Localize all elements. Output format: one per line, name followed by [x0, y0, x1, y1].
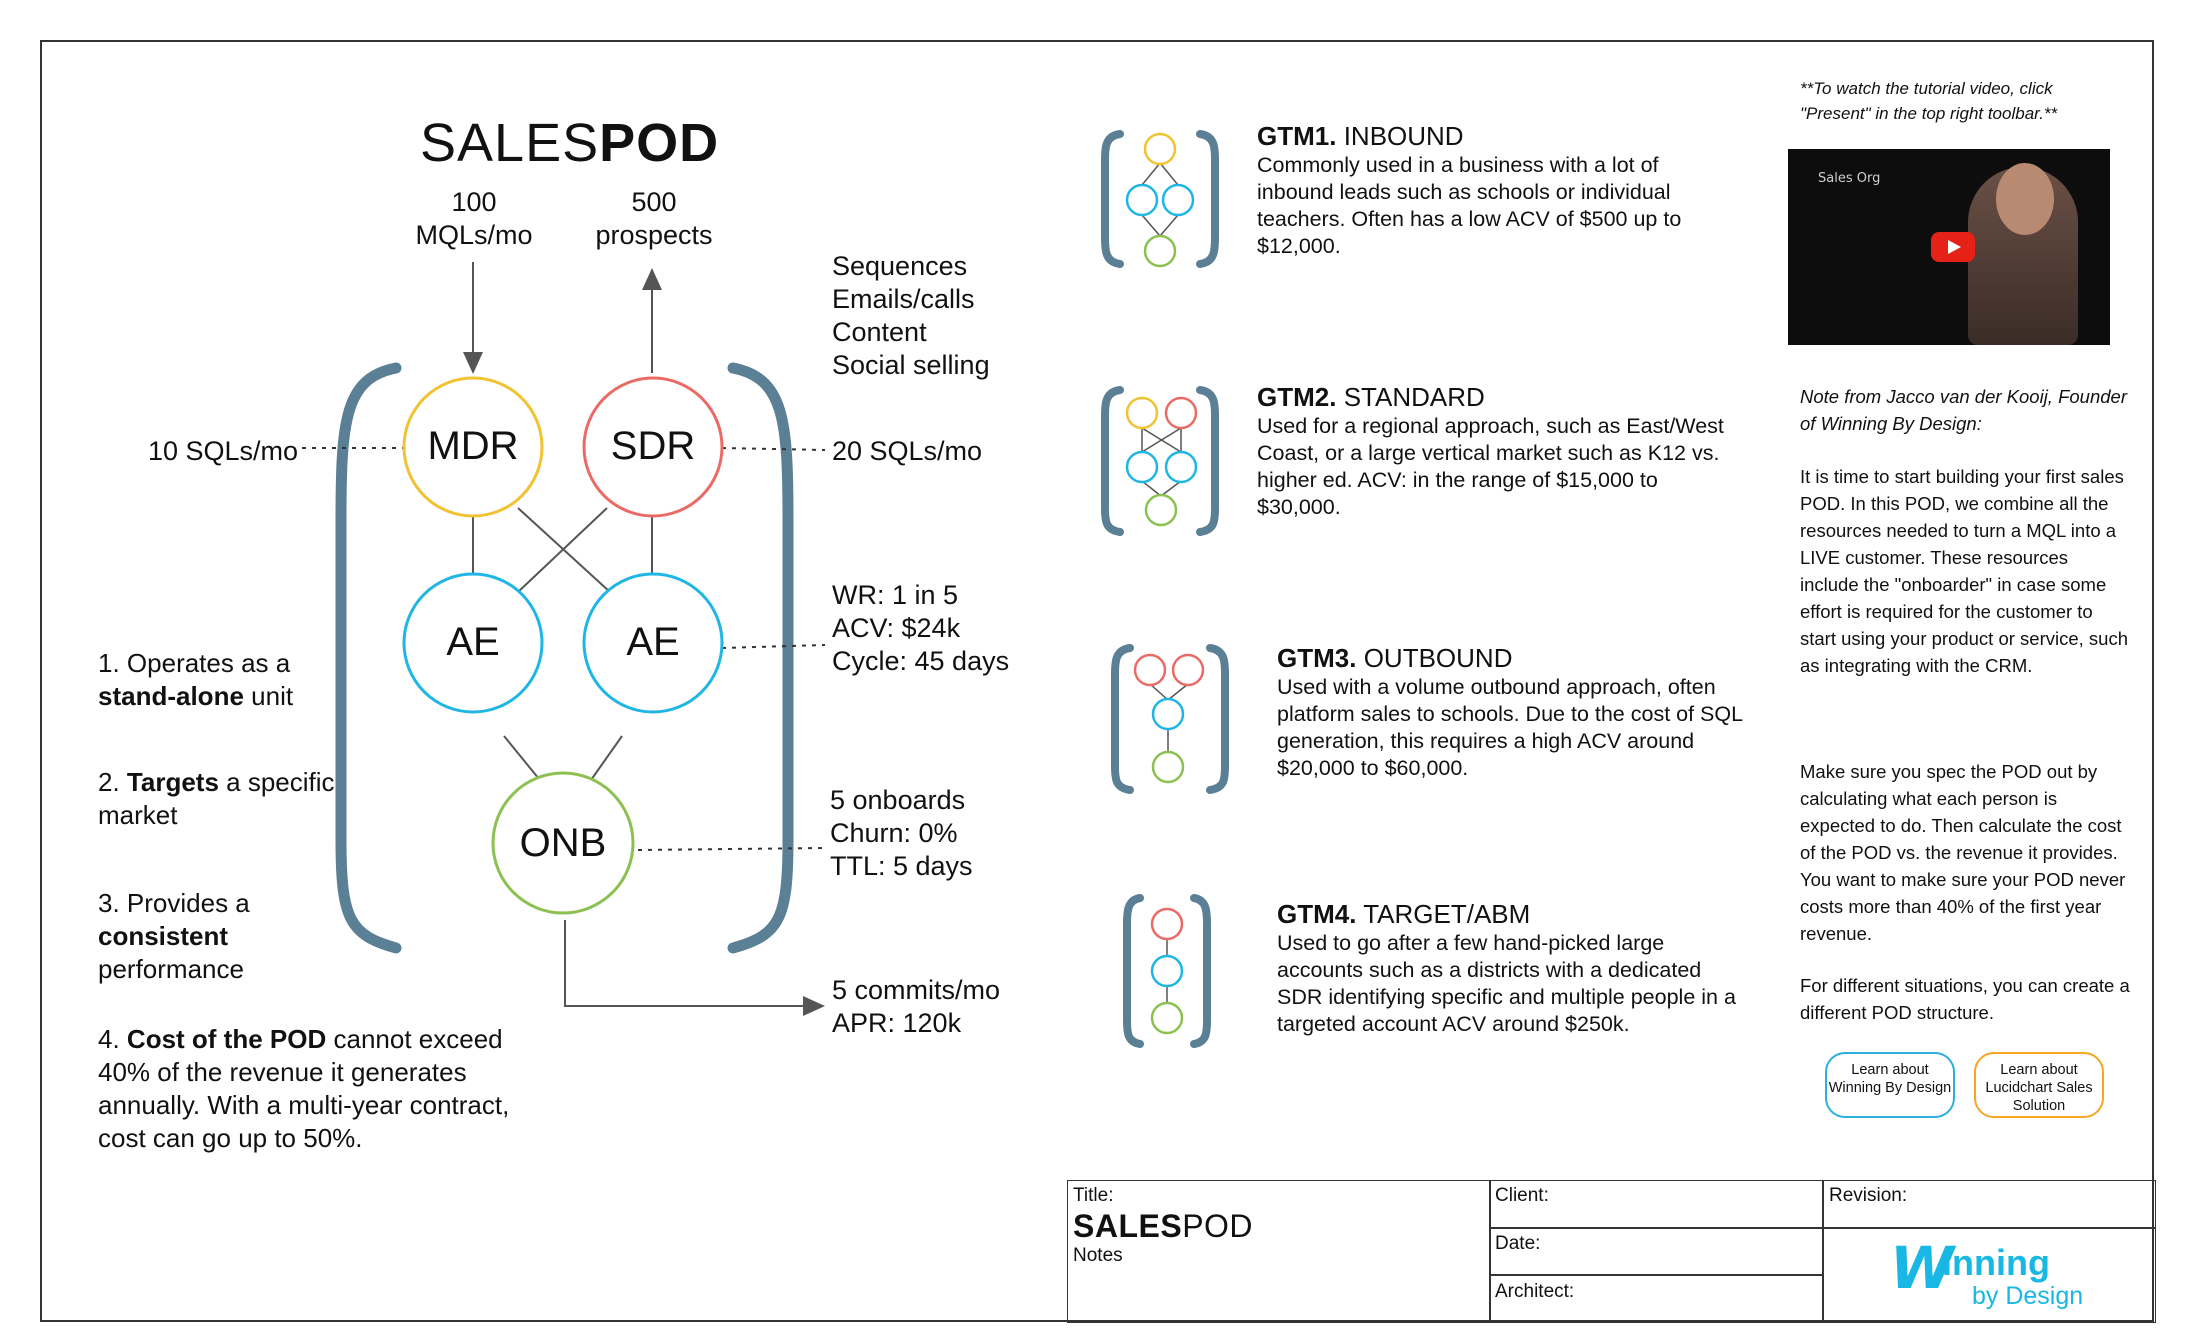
- title-block-revision-cell: [1822, 1180, 2156, 1229]
- gtm3-heading: GTM3. OUTBOUND: [1277, 643, 1513, 673]
- sdr-node: [582, 376, 724, 518]
- video-chalk-text: Sales Org: [1818, 171, 1881, 186]
- ae-label-1: AE: [446, 620, 500, 664]
- gtm4-icon: [1123, 894, 1211, 1048]
- pod-right-bracket: [727, 362, 794, 954]
- ae-label-2: AE: [626, 620, 680, 664]
- note-paragraph-1: It is time to start building your first …: [1800, 466, 2129, 676]
- metric-leaders: [302, 447, 826, 851]
- play-icon[interactable]: [1931, 232, 1975, 262]
- sdr-label: SDR: [610, 424, 696, 468]
- title-block-client-cell: [1489, 1180, 1824, 1229]
- gtm2-icon: [1101, 386, 1219, 536]
- revision-label: Revision:: [1829, 1185, 1908, 1206]
- onb-node: [491, 771, 635, 915]
- mdr-node: [402, 376, 544, 518]
- ae-node-1: [402, 572, 544, 714]
- commits-arrow: [564, 920, 825, 1016]
- architect-label: Architect:: [1495, 1281, 1575, 1302]
- pod-left-bracket: [335, 362, 402, 954]
- title-block-notes: Notes: [1073, 1245, 1123, 1266]
- mdr-label: MDR: [427, 424, 519, 468]
- mdr-sqls-metric: 10 SQLs/mo: [148, 436, 299, 466]
- note-paragraph-3: For different situations, you can create…: [1800, 975, 2130, 1023]
- title-block-logo-cell: [1822, 1227, 2156, 1323]
- onb-label: ONB: [519, 821, 607, 865]
- page-frame: [40, 40, 2154, 1322]
- gtm4-description: Used to go after a few hand-picked large…: [1277, 931, 1736, 1036]
- gtm2-description: Used for a regional approach, such as Ea…: [1257, 414, 1724, 519]
- title-block-title-cell: [1067, 1180, 1491, 1323]
- title-label: Title:: [1073, 1185, 1114, 1206]
- note-author: Note from Jacco van der Kooij, Founder o…: [1800, 386, 2127, 434]
- gtm3-description: Used with a volume outbound approach, of…: [1277, 675, 1743, 780]
- ae-node-2: [582, 572, 724, 714]
- page-title: SALESPOD: [420, 113, 720, 173]
- tutorial-hint: **To watch the tutorial video, click "Pr…: [1800, 79, 2058, 123]
- client-label: Client:: [1495, 1185, 1549, 1206]
- learn-lucidchart-button[interactable]: Learn about Lucidchart Sales Solution: [1974, 1052, 2104, 1118]
- winning-by-design-logo: W inning by Design: [1890, 1234, 2084, 1310]
- sdr-sqls-metric: 20 SQLs/mo: [832, 436, 983, 466]
- title-block-date-cell: [1489, 1227, 1824, 1276]
- title-block-title: SALESPOD: [1073, 1208, 1254, 1244]
- learn-wbd-button[interactable]: Learn about Winning By Design: [1825, 1052, 1955, 1118]
- note-paragraph-2: Make sure you spec the POD out by calcul…: [1800, 761, 2126, 944]
- tutorial-video[interactable]: Sales Org: [1788, 149, 2110, 345]
- presenter-head: [1996, 163, 2054, 235]
- gtm1-icon: [1101, 130, 1219, 268]
- gtm4-heading: GTM4. TARGET/ABM: [1277, 899, 1531, 929]
- date-label: Date:: [1495, 1233, 1541, 1254]
- gtm1-description: Commonly used in a business with a lot o…: [1257, 153, 1682, 258]
- gtm2-heading: GTM2. STANDARD: [1257, 382, 1485, 412]
- title-block-architect-cell: [1489, 1274, 1824, 1323]
- gtm3-icon: [1111, 644, 1229, 794]
- gtm1-heading: GTM1. INBOUND: [1257, 121, 1464, 151]
- principle-4: 4. Cost of the POD cannot exceed 40% of …: [98, 1024, 510, 1153]
- principle-2: 2. Targets a specific market: [98, 767, 335, 830]
